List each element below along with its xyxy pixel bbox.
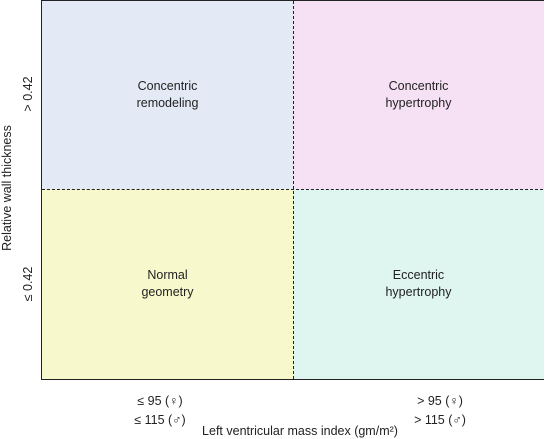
vertical-divider-dashed <box>293 1 294 379</box>
y-axis-upper-label: > 0.42 <box>21 76 35 112</box>
quadrant-label-line1: Normal <box>147 268 188 282</box>
quadrant-label-line1: Eccentric <box>392 268 445 282</box>
x-axis-right-label: > 95 (♀) > 115 (♂) <box>380 392 500 430</box>
quadrant-normal-geometry: Normal geometry <box>42 189 293 379</box>
quadrant-concentric-remodeling: Concentric remodeling <box>42 1 293 189</box>
horizontal-divider-dashed <box>42 189 543 190</box>
x-axis-left-label: ≤ 95 (♀) ≤ 115 (♂) <box>100 392 220 430</box>
quadrant-label-line2: hypertrophy <box>385 96 452 110</box>
x-left-line2: ≤ 115 (♂) <box>134 413 186 427</box>
y-axis-title: Relative wall thickness <box>0 125 14 251</box>
quadrant-label-line2: remodeling <box>136 96 199 110</box>
x-right-line1: > 95 (♀) <box>417 394 463 408</box>
quadrant-label-line1: Concentric <box>137 79 198 93</box>
x-left-line1: ≤ 95 (♀) <box>137 394 183 408</box>
quadrant-label-line1: Concentric <box>388 79 449 93</box>
x-right-line2: > 115 (♂) <box>414 413 466 427</box>
quadrant-label-line2: geometry <box>141 285 194 299</box>
quadrant-concentric-hypertrophy: Concentric hypertrophy <box>293 1 544 189</box>
quadrant-eccentric-hypertrophy: Eccentric hypertrophy <box>293 189 544 379</box>
diagram-frame: Concentric remodeling Concentric hypertr… <box>41 0 544 380</box>
x-axis-title: Left ventricular mass index (gm/m²) <box>202 424 398 438</box>
quadrant-label-line2: hypertrophy <box>385 285 452 299</box>
y-axis-lower-label: ≤ 0.42 <box>21 266 35 302</box>
